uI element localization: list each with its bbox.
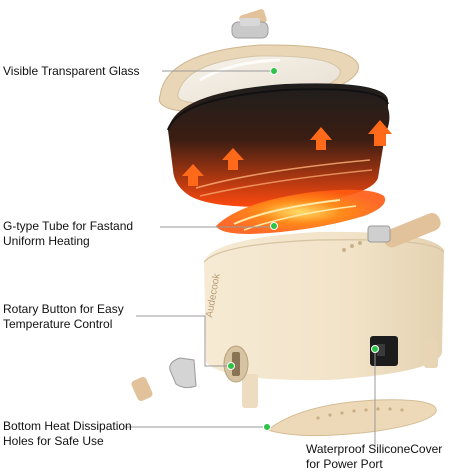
- label-rotary-button: Rotary Button for Easy Temperature Contr…: [3, 302, 124, 331]
- marker-rotary: [227, 362, 235, 370]
- power-port: [370, 336, 398, 366]
- label-visible-glass: Visible Transparent Glass: [3, 64, 140, 79]
- lid-knob: [231, 9, 269, 39]
- label-tube-line2: Uniform Heating: [3, 233, 90, 248]
- label-bottom-holes: Bottom Heat Dissipation Holes for Safe U…: [3, 419, 132, 448]
- marker-cover: [371, 345, 379, 353]
- marker-glass: [270, 67, 278, 75]
- label-bottom-line1: Bottom Heat Dissipation: [3, 419, 132, 433]
- label-bottom-line2: Holes for Safe Use: [3, 433, 104, 448]
- loose-bracket: [169, 357, 197, 389]
- marker-tube: [270, 222, 278, 230]
- callout-markers: [227, 67, 379, 431]
- label-rotary-line1: Rotary Button for Easy: [3, 302, 124, 316]
- heat-arrows: [182, 120, 392, 186]
- label-silicone-cover: Waterproof SiliconeCover for Power Port: [306, 442, 442, 471]
- label-rotary-line2: Temperature Control: [3, 316, 113, 331]
- loose-knob: [131, 376, 153, 402]
- bottom-plate: [266, 399, 437, 437]
- wood-handle: [367, 213, 441, 248]
- inner-pot: [167, 83, 392, 207]
- rotary-dial: [223, 345, 249, 383]
- label-glass-line1: Visible Transparent Glass: [3, 64, 140, 78]
- label-tube-line1: G-type Tube for Fastand: [3, 219, 134, 233]
- marker-bottom: [263, 423, 271, 431]
- leader-lines: [125, 70, 376, 448]
- label-cover-line1: Waterproof SiliconeCover: [306, 442, 443, 456]
- label-cover-line2: for Power Port: [306, 456, 383, 471]
- label-heating-tube: G-type Tube for Fastand Uniform Heating: [3, 219, 133, 248]
